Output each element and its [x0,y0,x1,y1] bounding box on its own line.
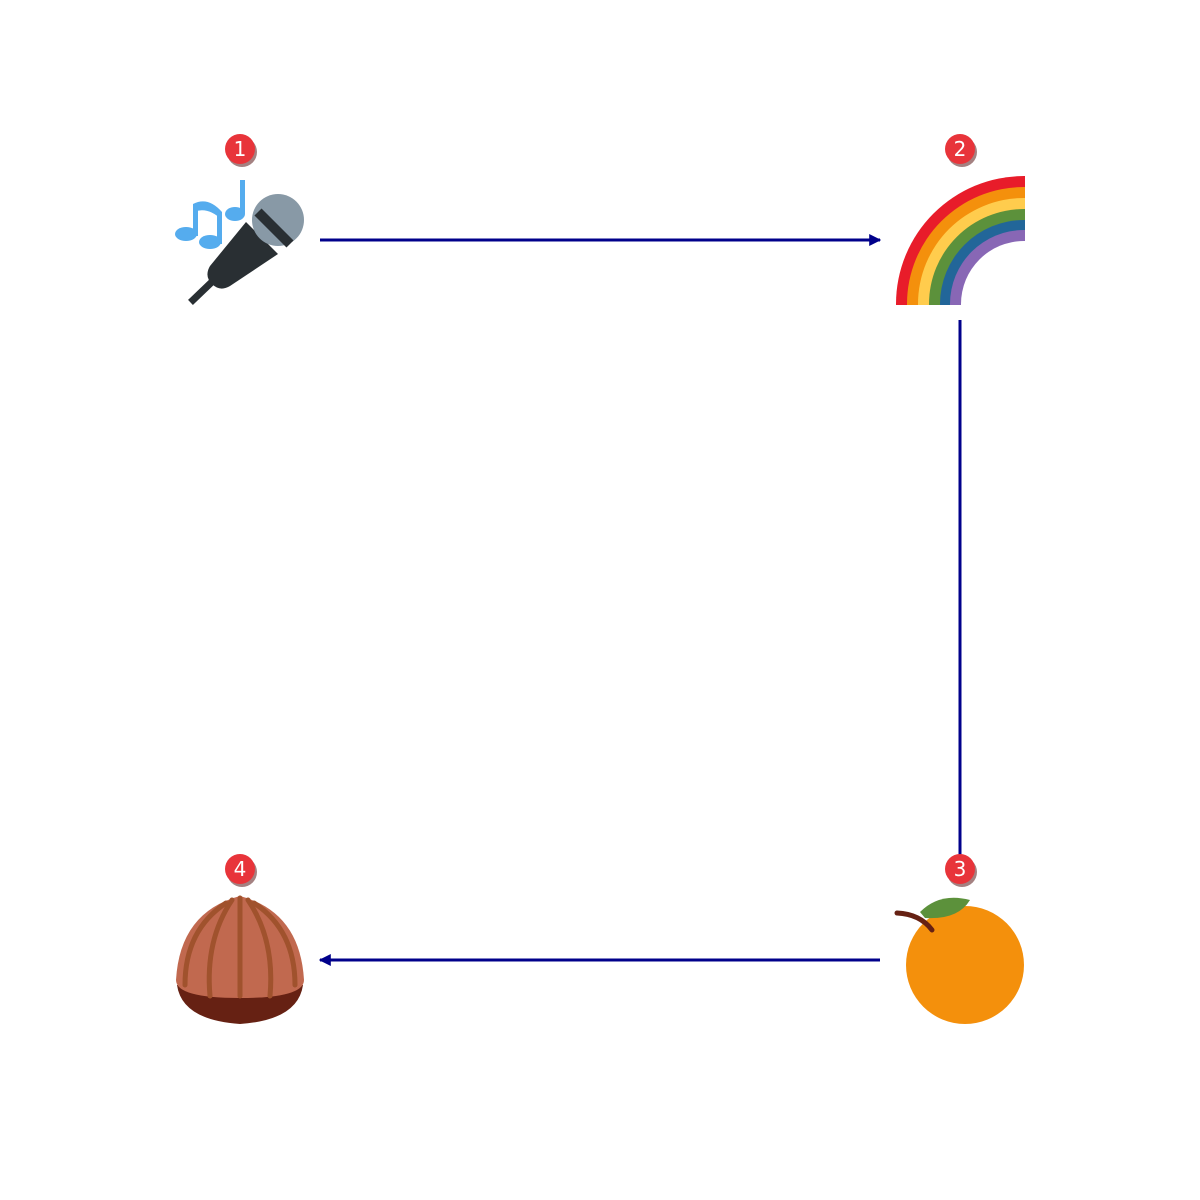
tangerine-icon [894,897,1024,1024]
microphone-icon [175,180,304,305]
node-1-badge: 1 [225,134,257,167]
node-3-number: 3 [954,857,967,881]
chestnut-icon [176,895,304,1024]
node-2-badge: 2 [945,134,977,167]
node-4-number: 4 [234,857,247,881]
rainbow-icon [896,176,1025,305]
node-3-badge: 3 [945,854,977,887]
node-4-badge: 4 [225,854,257,887]
node-1: 1 [175,134,304,305]
node-2: 2 [896,134,1025,305]
node-1-number: 1 [234,137,247,161]
node-3: 3 [894,854,1024,1024]
node-2-number: 2 [954,137,967,161]
node-4: 4 [176,854,304,1024]
